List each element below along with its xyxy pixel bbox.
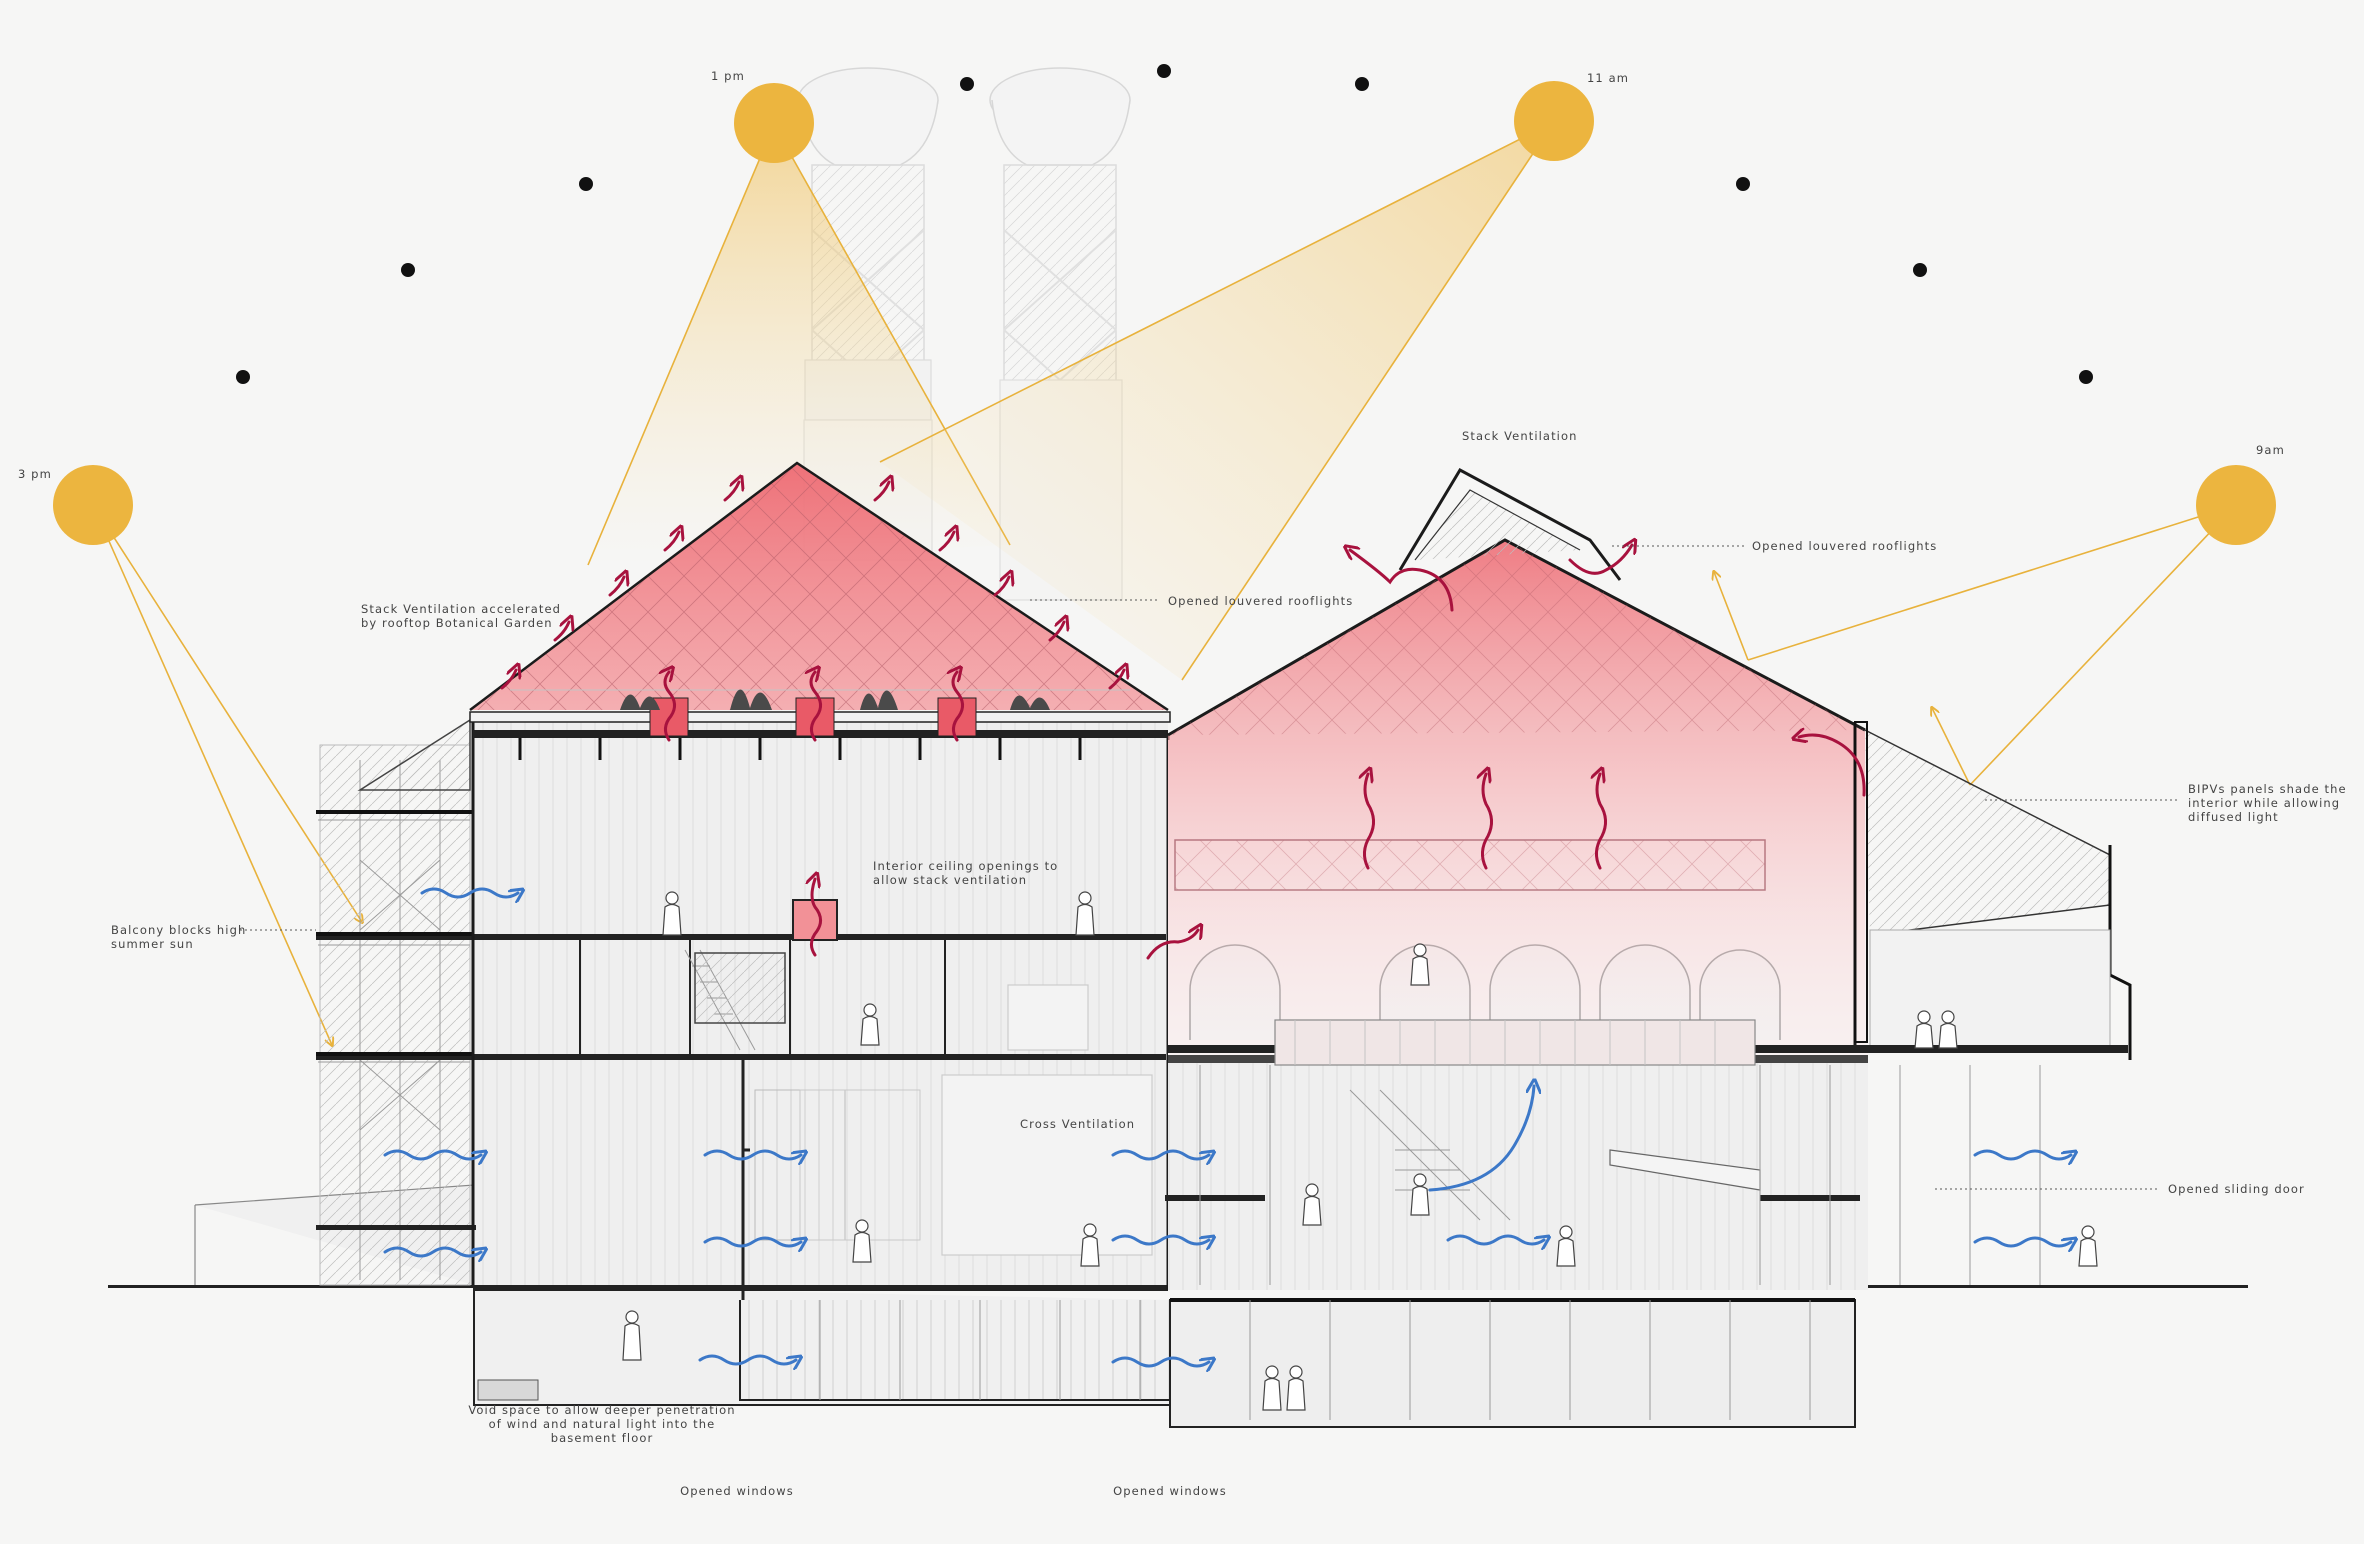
labels: 1 pm 11 am 3 pm 9am Stack Ventilation Op… (18, 69, 2347, 1498)
sun-icon (734, 83, 814, 163)
sun-path-dot-icon (2079, 370, 2093, 384)
label-void-2: of wind and natural light into the (489, 1417, 716, 1431)
label-3pm: 3 pm (18, 467, 52, 481)
label-louvered-right: Opened louvered rooflights (1752, 539, 1937, 553)
person-icon (1075, 891, 1095, 936)
sun-path-dot-icon (960, 77, 974, 91)
person-icon (1262, 1365, 1282, 1411)
label-bipv-2: interior while allowing (2188, 796, 2340, 810)
cool-air-arrow-icon (1973, 1151, 2071, 1159)
warm-air-arrow-icon (953, 672, 964, 742)
warm-air-arrow-icon (1568, 545, 1632, 575)
label-windows-left: Opened windows (680, 1484, 794, 1498)
sun-path-dot-icon (1157, 64, 1171, 78)
sunbeam-11am (880, 122, 1554, 680)
warm-air-arrow-icon (1146, 930, 1198, 960)
sun-path-dot-icon (1736, 177, 1750, 191)
label-void-1: Void space to allow deeper penetration (468, 1403, 735, 1417)
warm-air-arrow-icon (665, 672, 676, 742)
person-icon (1410, 1173, 1430, 1216)
warm-air-arrow-icon (993, 577, 1009, 597)
person-icon (1556, 1225, 1576, 1267)
sun-icon (1514, 81, 1594, 161)
warm-air-arrow-icon (1482, 774, 1493, 870)
sun-path-dot-icon (1355, 77, 1369, 91)
label-botanical-1: Stack Ventilation accelerated (361, 602, 561, 616)
cool-air-arrow-icon (703, 1151, 801, 1159)
person-icon (1938, 1010, 1958, 1049)
warm-air-arrow-icon (500, 670, 516, 690)
label-ceiling-2: allow stack ventilation (873, 873, 1027, 887)
sun-icon (2196, 465, 2276, 545)
cool-air-arrows (383, 889, 2071, 1366)
sun-path-dot-icon (1913, 263, 1927, 277)
cool-air-arrow-icon (1428, 1086, 1534, 1192)
cool-air-arrow-icon (1446, 1236, 1544, 1244)
plant-icon (620, 689, 1050, 710)
warm-air-arrow-icon (1048, 622, 1064, 642)
cool-air-arrow-icon (1973, 1238, 2071, 1246)
right-building (1165, 468, 2132, 1290)
cool-air-arrow-icon (383, 1248, 481, 1256)
label-9am: 9am (2256, 443, 2285, 457)
label-balcony-2: summer sun (111, 937, 194, 951)
warm-air-arrow-icon (723, 482, 739, 502)
label-botanical-2: by rooftop Botanical Garden (361, 616, 553, 630)
label-1pm: 1 pm (711, 69, 745, 83)
person-icon (622, 1310, 642, 1361)
sun-path (236, 64, 2093, 384)
label-balcony-1: Balcony blocks high (111, 923, 246, 937)
person-icon (1286, 1365, 1306, 1411)
warm-air-arrow-icon (1350, 550, 1454, 612)
label-void-3: basement floor (551, 1431, 654, 1445)
warm-air-arrow-icon (1364, 774, 1375, 870)
cool-air-arrow-icon (1111, 1358, 1209, 1366)
warm-air-arrow-icon (1799, 735, 1866, 797)
cool-air-arrow-icon (383, 1151, 481, 1159)
cool-air-arrow-icon (1111, 1236, 1209, 1244)
person-icon (852, 1219, 872, 1263)
person-icon (1080, 1223, 1100, 1267)
person-icon (662, 891, 682, 936)
warm-air-arrows (500, 482, 1866, 960)
sun-icon (53, 465, 133, 545)
cool-air-arrow-icon (1111, 1151, 1209, 1159)
left-roof (469, 461, 1171, 737)
warm-air-arrow-icon (811, 879, 822, 957)
left-building (316, 718, 1170, 1300)
label-cross-ventilation: Cross Ventilation (1020, 1117, 1135, 1131)
cool-air-arrow-icon (703, 1238, 801, 1246)
warm-air-arrow-icon (608, 577, 624, 597)
warm-air-arrow-icon (811, 672, 822, 742)
warm-air-arrow-icon (938, 532, 954, 552)
person-icon (2078, 1225, 2098, 1267)
label-ceiling-1: Interior ceiling openings to (873, 859, 1058, 873)
leader-lines (240, 545, 2180, 1190)
label-bipv-1: BIPVs panels shade the (2188, 782, 2347, 796)
warm-air-arrow-icon (873, 482, 889, 502)
sun-beams (92, 121, 2237, 1045)
cool-air-arrow-icon (420, 889, 518, 897)
warm-air-arrow-icon (553, 622, 569, 642)
warm-air-arrow-icon (1596, 774, 1607, 870)
person-icon (860, 1003, 880, 1046)
sun-path-dot-icon (401, 263, 415, 277)
label-sliding-door: Opened sliding door (2168, 1182, 2305, 1196)
person-icon (1914, 1010, 1934, 1049)
warm-air-arrow-icon (1108, 670, 1124, 690)
person-icon (1410, 943, 1430, 986)
sun-path-dot-icon (579, 177, 593, 191)
label-louvered-left: Opened louvered rooflights (1168, 594, 1353, 608)
people (622, 891, 2098, 1411)
person-icon (1302, 1183, 1322, 1226)
cool-air-arrow-icon (698, 1356, 796, 1364)
label-11am: 11 am (1587, 71, 1629, 85)
label-stack-ventilation: Stack Ventilation (1462, 429, 1578, 443)
label-bipv-3: diffused light (2188, 810, 2279, 824)
sun-path-dot-icon (236, 370, 250, 384)
warm-air-arrow-icon (663, 532, 679, 552)
label-windows-right: Opened windows (1113, 1484, 1227, 1498)
